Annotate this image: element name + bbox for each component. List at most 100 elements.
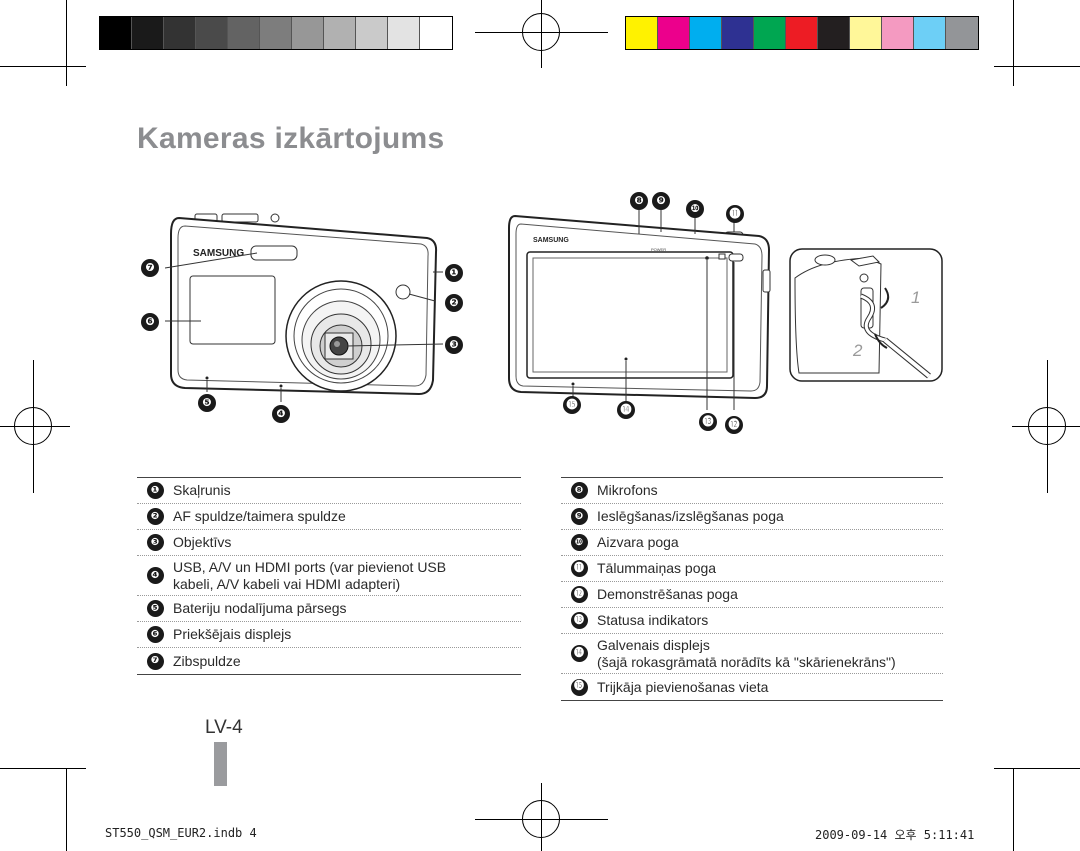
legend-number-badge: ⓮ xyxy=(570,645,588,662)
gray-swatch xyxy=(388,17,420,49)
legend-text-line: Statusa indikators xyxy=(597,612,709,628)
legend-number-badge: ⓭ xyxy=(570,612,588,629)
gray-swatch xyxy=(132,17,164,49)
legend-text-line: Objektīvs xyxy=(173,534,232,550)
legend-text: Ieslēgšanas/izslēgšanas poga xyxy=(597,508,784,525)
color-swatch xyxy=(626,17,658,49)
page-tab-marker xyxy=(214,742,227,786)
legend-row: ❾ Ieslēgšanas/izslēgšanas poga xyxy=(561,504,943,530)
legend-number-badge: ❸ xyxy=(146,534,164,551)
legend-text: Galvenais displejs(šajā rokasgrāmatā nor… xyxy=(597,637,896,671)
legend-number-badge: ❿ xyxy=(570,534,588,551)
legend-number-badge: ⓫ xyxy=(570,560,588,577)
gray-swatch xyxy=(324,17,356,49)
legend-text: Mikrofons xyxy=(597,482,658,499)
legend-number: ❻ xyxy=(137,626,173,643)
callout-status-indicator: ⓭ xyxy=(699,413,717,431)
gray-swatch xyxy=(356,17,388,49)
legend-text-line: Mikrofons xyxy=(597,482,658,498)
legend-text: Demonstrēšanas poga xyxy=(597,586,738,603)
process-color-bar xyxy=(625,16,979,50)
legend-row: ❽ Mikrofons xyxy=(561,478,943,504)
legend-row: ❿ Aizvara poga xyxy=(561,530,943,556)
svg-text:SAMSUNG: SAMSUNG xyxy=(533,237,569,244)
legend-text: USB, A/V un HDMI ports (var pievienot US… xyxy=(173,559,446,593)
callout-playback-button: ⓬ xyxy=(725,416,743,434)
grayscale-color-bar xyxy=(99,16,453,50)
legend-number: ❼ xyxy=(137,652,173,670)
legend-text: Aizvara poga xyxy=(597,534,679,551)
legend-number: ❽ xyxy=(561,482,597,499)
gray-swatch xyxy=(164,17,196,49)
callout-microphone: ❽ xyxy=(630,192,648,210)
gray-swatch xyxy=(260,17,292,49)
legend-number: ⓯ xyxy=(561,678,597,696)
legend-number: ⓫ xyxy=(561,560,597,577)
legend-number-badge: ⓯ xyxy=(570,678,588,696)
callout-flash: ❼ xyxy=(141,259,159,277)
legend-number-badge: ❹ xyxy=(146,567,164,584)
legend-right-table: ❽ Mikrofons ❾ Ieslēgšanas/izslēgšanas poga ❿… xyxy=(561,477,943,701)
legend-text: Tālummaiņas poga xyxy=(597,560,716,577)
color-swatch xyxy=(946,17,978,49)
color-swatch xyxy=(850,17,882,49)
color-swatch xyxy=(882,17,914,49)
callout-lens: ❸ xyxy=(445,336,463,354)
color-swatch xyxy=(690,17,722,49)
legend-number-badge: ❷ xyxy=(146,508,164,525)
legend-text: Objektīvs xyxy=(173,534,231,551)
svg-text:SAMSUNG: SAMSUNG xyxy=(193,248,244,259)
legend-number: ❿ xyxy=(561,534,597,551)
legend-text-line: Demonstrēšanas poga xyxy=(597,586,738,602)
legend-number-badge: ❼ xyxy=(146,652,164,670)
legend-number: ❹ xyxy=(137,567,173,584)
page-title: Kameras izkārtojums xyxy=(137,122,445,155)
legend-text-line: Galvenais displejs xyxy=(597,636,710,653)
callout-main-display: ⓮ xyxy=(617,401,635,419)
color-swatch xyxy=(754,17,786,49)
legend-number-badge: ❾ xyxy=(570,508,588,525)
legend-row: ⓯ Trijkāja pievienošanas vieta xyxy=(561,674,943,700)
callout-power-button: ❾ xyxy=(652,192,670,210)
legend-number-badge: ❽ xyxy=(570,482,588,499)
legend-text-line: Priekšējais displejs xyxy=(173,626,292,642)
callout-zoom-button: ⓫ xyxy=(726,205,744,223)
footer-file-name: ST550_QSM_EUR2.indb 4 xyxy=(105,826,257,840)
gray-swatch xyxy=(292,17,324,49)
legend-text: Priekšējais displejs xyxy=(173,626,291,643)
page-number: LV-4 xyxy=(205,717,243,738)
footer-timestamp: 2009-09-14 오후 5:11:41 xyxy=(815,828,975,842)
legend-number: ❷ xyxy=(137,508,173,525)
legend-number-badge: ❶ xyxy=(146,482,164,499)
legend-text-line: Ieslēgšanas/izslēgšanas poga xyxy=(597,508,784,524)
legend-text: Statusa indikators xyxy=(597,612,708,629)
legend-row: ⓭ Statusa indikators xyxy=(561,608,943,634)
legend-text: Trijkāja pievienošanas vieta xyxy=(597,679,768,696)
callout-speaker: ❶ xyxy=(445,264,463,282)
legend-number: ❾ xyxy=(561,508,597,525)
color-swatch xyxy=(786,17,818,49)
legend-text-line: kabeli, A/V kabeli vai HDMI adapteri) xyxy=(173,575,401,592)
color-swatch xyxy=(914,17,946,49)
legend-text-line: Trijkāja pievienošanas vieta xyxy=(597,678,769,695)
callout-shutter-button: ❿ xyxy=(686,200,704,218)
legend-row: ❸ Objektīvs xyxy=(137,530,521,556)
legend-number-badge: ❺ xyxy=(146,600,164,617)
callout-front-display: ❻ xyxy=(141,313,159,331)
color-swatch xyxy=(658,17,690,49)
svg-text:POWER: POWER xyxy=(651,247,666,252)
callout-tripod-mount: ⓯ xyxy=(563,396,581,414)
legend-text-line: Aizvara poga xyxy=(597,534,679,550)
color-swatch xyxy=(722,17,754,49)
legend-number: ❶ xyxy=(137,482,173,499)
gray-swatch xyxy=(420,17,452,49)
gray-swatch xyxy=(100,17,132,49)
color-swatch xyxy=(818,17,850,49)
